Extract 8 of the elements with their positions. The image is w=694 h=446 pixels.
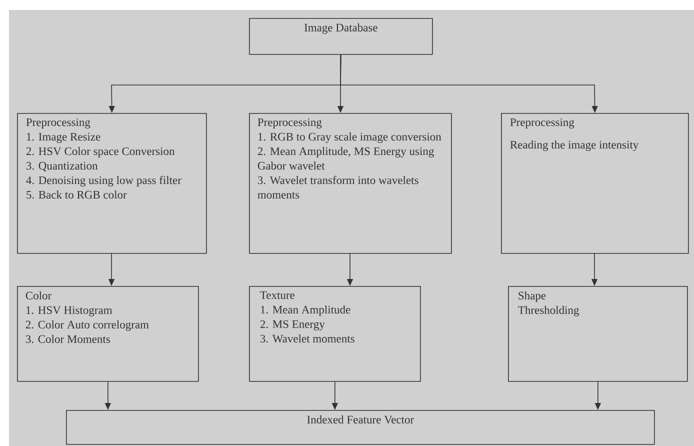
process-box: Preprocessing 1. Image Resize 2. HSV Color space Conversion 3. Quantization 4. Denoising using low pass filter 5. Back to RGB color	[17, 113, 207, 254]
process-box: Color 1. HSV Histogram 2. Color Auto correlogram 3. Color Moments	[17, 286, 199, 382]
process-box: Shape Thresholding	[508, 286, 688, 382]
process-box: Preprocessing 1. RGB to Gray scale image conversion 2. Mean Amplitude, MS Energy using Gabor wavelet 3. Wavelet transform into wavelets moments	[249, 113, 452, 254]
process-box: Indexed Feature Vector	[66, 410, 655, 445]
process-box: Image Database	[249, 18, 433, 55]
process-box: Preprocessing Reading the image intensity	[501, 113, 689, 254]
process-box: Texture 1. Mean Amplitude 2. MS Energy 3. Wavelet moments	[249, 286, 421, 382]
